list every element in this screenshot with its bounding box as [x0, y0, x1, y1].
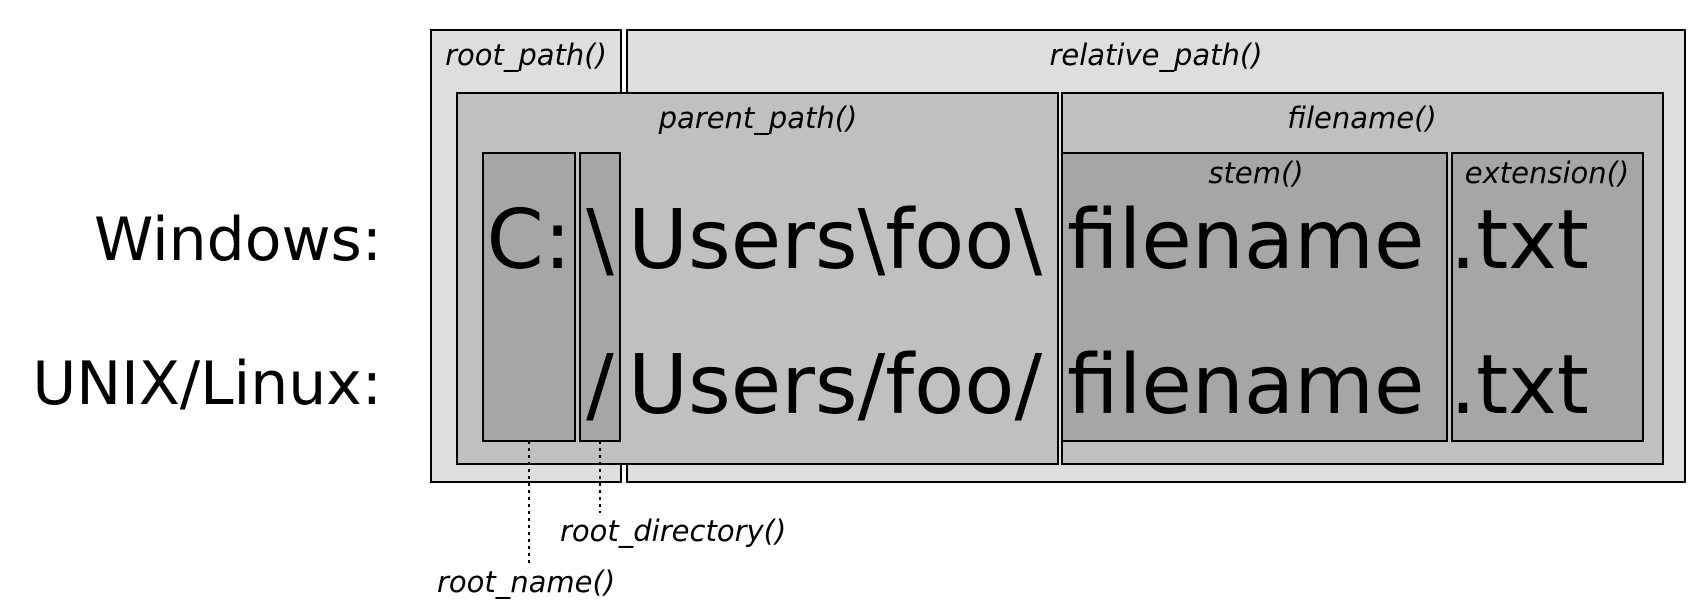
- root-name-label: root_name(): [437, 565, 615, 599]
- unix-parent-rest-text: Users/foo/: [628, 338, 1042, 433]
- extension-label: extension(): [1465, 156, 1630, 190]
- unix-extension-text: .txt: [1450, 338, 1589, 433]
- relative-path-label: relative_path(): [1049, 38, 1262, 72]
- unix-root-directory-text: /: [586, 338, 614, 433]
- unix-stem-text: filename: [1067, 338, 1424, 433]
- windows-root-directory-text: \: [586, 193, 614, 288]
- windows-parent-rest-text: Users\foo\: [628, 193, 1042, 288]
- parent-path-label: parent_path(): [658, 101, 858, 135]
- root-directory-box: [579, 152, 621, 442]
- stem-label: stem(): [1208, 156, 1303, 190]
- stem-box: [1061, 152, 1448, 442]
- windows-stem-text: filename: [1067, 193, 1424, 288]
- windows-root-name-text: C:: [487, 193, 572, 288]
- extension-box: [1451, 152, 1644, 442]
- filename-label: filename(): [1287, 101, 1437, 135]
- root-directory-label: root_directory(): [560, 514, 786, 548]
- windows-extension-text: .txt: [1450, 193, 1589, 288]
- windows-os-label: Windows:: [94, 205, 382, 275]
- unix-os-label: UNIX/Linux:: [32, 349, 382, 419]
- root-path-label: root_path(): [445, 38, 607, 72]
